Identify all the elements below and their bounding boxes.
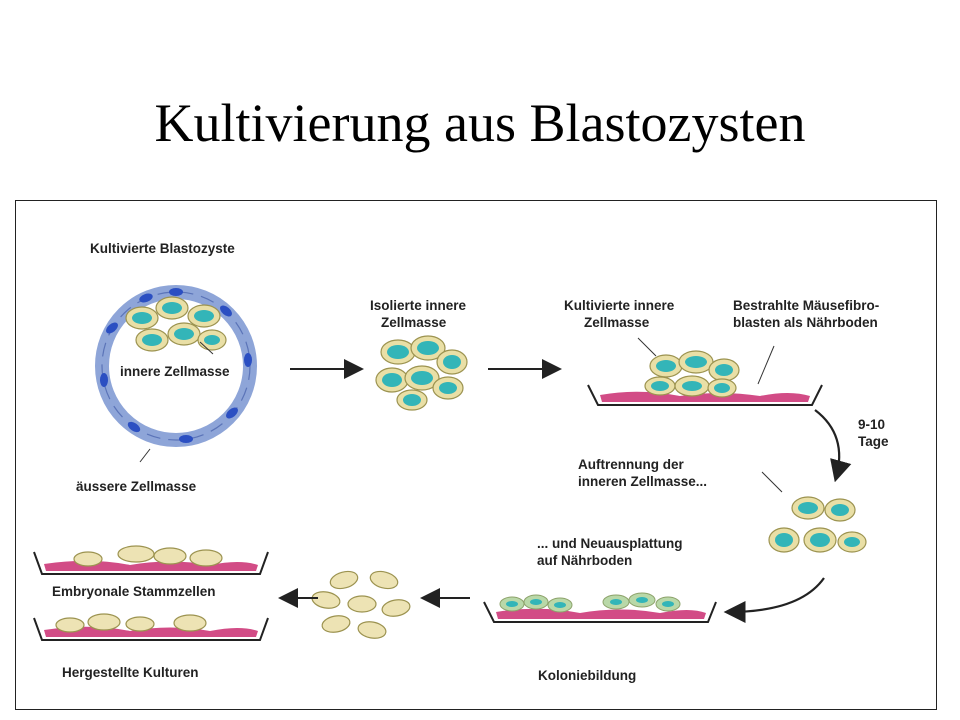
slide-title: Kultivierung aus Blastozysten xyxy=(154,93,806,153)
label-innere-zellmasse: innere Zellmasse xyxy=(120,364,230,379)
blastocyst-illustration xyxy=(95,285,257,463)
label-neuausplattung-line1: ... und Neuausplattung xyxy=(537,536,683,551)
label-embryonale-stammzellen: Embryonale Stammzellen xyxy=(52,584,216,599)
label-kultivierte-innere-line2: Zellmasse xyxy=(584,315,650,330)
culture-dish-stem-cells xyxy=(33,545,269,575)
label-auftrennung-line1: Auftrennung der xyxy=(578,457,684,472)
label-bestrahlte-line1: Bestrahlte Mäusefibro- xyxy=(733,298,880,313)
label-tage-line2: Tage xyxy=(858,434,889,449)
separated-cells xyxy=(761,471,867,553)
label-hergestellte-kulturen: Hergestellte Kulturen xyxy=(62,665,199,680)
culture-dish-colonies xyxy=(483,592,717,623)
label-aeussere-zellmasse: äussere Zellmasse xyxy=(76,479,197,494)
label-neuausplattung-line2: auf Nährboden xyxy=(537,553,633,568)
label-bestrahlte-line2: blasten als Nährboden xyxy=(733,315,878,330)
label-kultivierte-blastozyste: Kultivierte Blastozyste xyxy=(90,241,235,256)
label-kultivierte-innere-line1: Kultivierte innere xyxy=(564,298,675,313)
figure-frame xyxy=(15,200,937,710)
cultured-cells xyxy=(311,570,411,639)
culture-dish-inner-cell-mass xyxy=(587,337,823,406)
culture-dish-cultures xyxy=(33,613,269,641)
label-auftrennung-line2: inneren Zellmasse... xyxy=(578,474,708,489)
label-isolierte-line1: Isolierte innere xyxy=(370,298,467,313)
isolated-cell-mass xyxy=(375,335,468,411)
arrow-culture-to-separation xyxy=(814,409,852,483)
label-tage-line1: 9-10 xyxy=(858,417,886,432)
label-koloniebildung: Koloniebildung xyxy=(538,668,637,683)
label-isolierte-line2: Zellmasse xyxy=(381,315,447,330)
arrow-separation-to-replating xyxy=(723,577,825,623)
